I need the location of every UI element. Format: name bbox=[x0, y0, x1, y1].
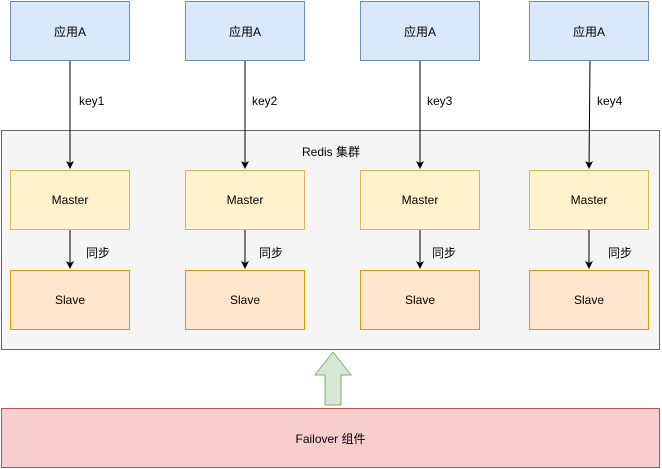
failover-component: Failover 组件 bbox=[1, 408, 660, 468]
sync-label-3: 同步 bbox=[432, 246, 457, 260]
key-label-4: key4 bbox=[597, 94, 623, 108]
slave-box-4: Slave bbox=[529, 270, 649, 330]
master-box-1: Master bbox=[10, 170, 130, 230]
slave-box-2: Slave bbox=[185, 270, 305, 330]
app-box-2: 应用A bbox=[185, 1, 305, 61]
app-box-1: 应用A bbox=[10, 1, 130, 61]
sync-label-4: 同步 bbox=[608, 246, 633, 260]
master-box-2: Master bbox=[185, 170, 305, 230]
key-label-3: key3 bbox=[427, 94, 453, 108]
cluster-title: Redis 集群 bbox=[301, 145, 360, 159]
slave-box-1: Slave bbox=[10, 270, 130, 330]
sync-label-1: 同步 bbox=[86, 246, 111, 260]
failover-up-arrow bbox=[313, 351, 353, 406]
app-box-3: 应用A bbox=[360, 1, 480, 61]
master-box-3: Master bbox=[360, 170, 480, 230]
sync-label-2: 同步 bbox=[259, 246, 284, 260]
key-arrow-4 bbox=[585, 60, 594, 169]
app-box-4: 应用A bbox=[529, 1, 649, 61]
master-box-4: Master bbox=[529, 170, 649, 230]
key-label-2: key2 bbox=[252, 94, 278, 108]
key-label-1: key1 bbox=[79, 94, 105, 108]
slave-box-3: Slave bbox=[360, 270, 480, 330]
